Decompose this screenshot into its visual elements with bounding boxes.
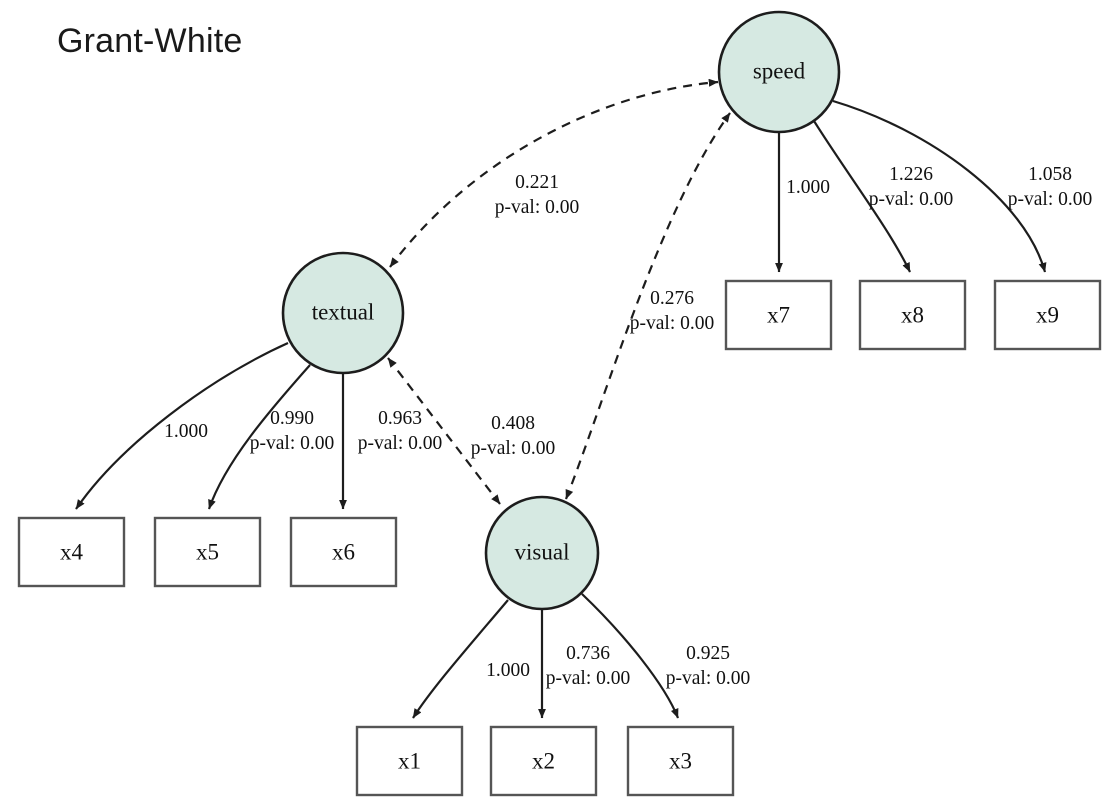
- loading-label-speed-x9-estimate: 1.058: [1028, 164, 1072, 185]
- observed-label-x8: x8: [901, 302, 924, 327]
- observed-label-x2: x2: [532, 748, 555, 773]
- latent-variables: speed textual visual: [281, 10, 841, 611]
- observed-node-x3[interactable]: x3: [626, 725, 735, 797]
- observed-node-x9[interactable]: x9: [993, 279, 1102, 351]
- loading-path-visual-x1: [412, 599, 509, 719]
- covariance-label-visual-textual-estimate: 0.408: [491, 413, 535, 434]
- latent-node-textual[interactable]: textual: [281, 251, 405, 375]
- loading-edges: [75, 99, 1047, 719]
- latent-label-visual: visual: [515, 539, 570, 564]
- loading-labels: 1.000 0.736 p-val: 0.00 0.925 p-val: 0.0…: [164, 164, 1092, 689]
- covariance-label-textual-speed-estimate: 0.221: [515, 172, 559, 193]
- covariance-label-textual-speed-pval: p-val: 0.00: [495, 197, 579, 218]
- observed-node-x4[interactable]: x4: [17, 516, 126, 588]
- loading-label-visual-x1-estimate: 1.000: [486, 660, 530, 681]
- loading-label-textual-x5-pval: p-val: 0.00: [250, 433, 334, 454]
- observed-node-x8[interactable]: x8: [858, 279, 967, 351]
- covariance-path-visual-speed: [564, 112, 731, 500]
- observed-label-x6: x6: [332, 539, 355, 564]
- page-title: Grant-White: [57, 22, 243, 60]
- latent-node-speed[interactable]: speed: [717, 10, 841, 134]
- loading-label-textual-x6-estimate: 0.963: [378, 408, 422, 429]
- observed-node-x7[interactable]: x7: [724, 279, 833, 351]
- loading-path-speed-x8: [813, 120, 911, 273]
- latent-label-speed: speed: [753, 58, 806, 83]
- covariance-path-visual-textual: [387, 357, 501, 505]
- loading-label-textual-x5-estimate: 0.990: [270, 408, 314, 429]
- observed-variables: x1 x2 x3 x4 x5 x6: [17, 279, 1102, 797]
- covariance-label-visual-textual-pval: p-val: 0.00: [471, 438, 555, 459]
- observed-node-x5[interactable]: x5: [153, 516, 262, 588]
- observed-label-x5: x5: [196, 539, 219, 564]
- loading-label-visual-x3-estimate: 0.925: [686, 643, 730, 664]
- observed-label-x7: x7: [767, 302, 790, 327]
- covariance-labels: 0.221 p-val: 0.00 0.276 p-val: 0.00 0.40…: [471, 172, 714, 459]
- covariance-edges: [387, 78, 731, 505]
- covariance-label-visual-speed-estimate: 0.276: [650, 288, 694, 309]
- loading-path-speed-x9: [832, 99, 1047, 273]
- observed-node-x6[interactable]: x6: [289, 516, 398, 588]
- loading-path-textual-x5: [207, 364, 311, 510]
- loading-label-speed-x9-pval: p-val: 0.00: [1008, 189, 1092, 210]
- loading-label-speed-x8-estimate: 1.226: [889, 164, 933, 185]
- observed-node-x2[interactable]: x2: [489, 725, 598, 797]
- loading-label-textual-x6-pval: p-val: 0.00: [358, 433, 442, 454]
- loading-label-speed-x8-pval: p-val: 0.00: [869, 189, 953, 210]
- loading-label-speed-x7-estimate: 1.000: [786, 177, 830, 198]
- observed-label-x1: x1: [398, 748, 421, 773]
- observed-label-x3: x3: [669, 748, 692, 773]
- observed-label-x9: x9: [1036, 302, 1059, 327]
- loading-label-visual-x2-pval: p-val: 0.00: [546, 668, 630, 689]
- observed-node-x1[interactable]: x1: [355, 725, 464, 797]
- loading-label-textual-x4-estimate: 1.000: [164, 421, 208, 442]
- loading-label-visual-x3-pval: p-val: 0.00: [666, 668, 750, 689]
- loading-path-visual-x3: [581, 593, 680, 719]
- latent-label-textual: textual: [312, 299, 375, 324]
- observed-label-x4: x4: [60, 539, 84, 564]
- loading-label-visual-x2-estimate: 0.736: [566, 643, 610, 664]
- covariance-label-visual-speed-pval: p-val: 0.00: [630, 313, 714, 334]
- loading-path-textual-x4: [75, 341, 289, 510]
- latent-node-visual[interactable]: visual: [484, 495, 600, 611]
- covariance-path-textual-speed: [389, 78, 719, 268]
